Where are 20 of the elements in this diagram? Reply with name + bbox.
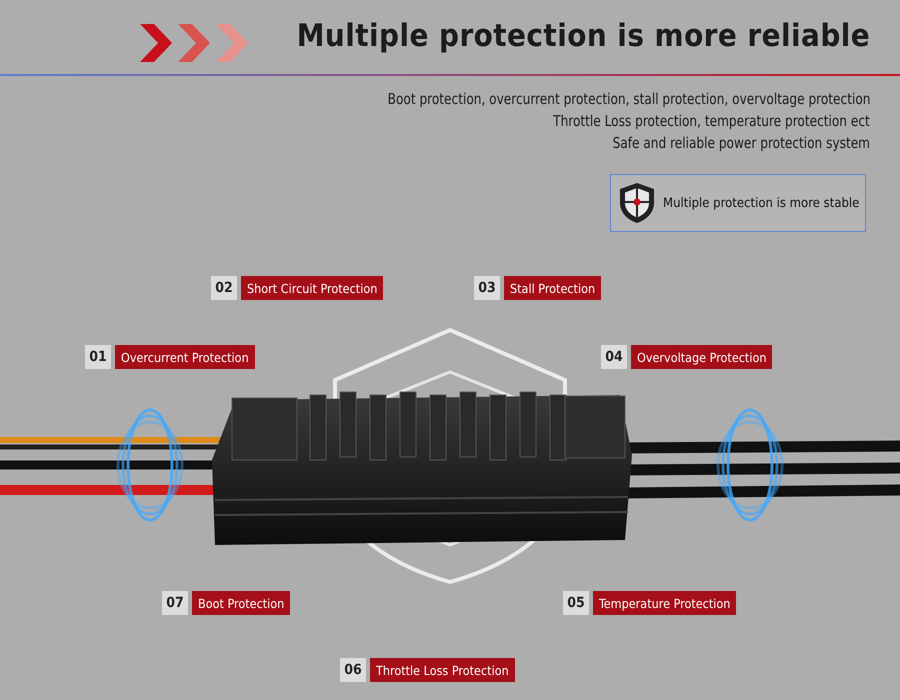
number-label: 04: [601, 345, 627, 369]
protection-label: Boot Protection: [192, 591, 290, 615]
protection-label: Stall Protection: [504, 276, 602, 300]
protection-label: Throttle Loss Protection: [370, 658, 515, 682]
number-label: 02: [211, 276, 237, 300]
number-label: 05: [563, 591, 589, 615]
info-box: [610, 174, 866, 232]
number-label: 03: [474, 276, 500, 300]
number-label: 01: [85, 345, 111, 369]
protection-label: Short Circuit Protection: [241, 276, 384, 300]
number-label: 07: [162, 591, 188, 615]
description-text: Boot protection, overcurrent protection, stall protection, overvoltage protection: [387, 90, 870, 108]
protection-label: Temperature Protection: [593, 591, 736, 615]
description-text: Safe and reliable power protection system: [612, 134, 870, 152]
protection-label: Overvoltage Protection: [631, 345, 772, 369]
title: Multiple protection is more reliable: [296, 18, 870, 54]
box-text: Multiple protection is more stable: [663, 196, 860, 210]
number-label: 06: [340, 658, 366, 682]
protection-label: Overcurrent Protection: [115, 345, 255, 369]
description-text: Throttle Loss protection, temperature protection ect: [553, 112, 870, 130]
